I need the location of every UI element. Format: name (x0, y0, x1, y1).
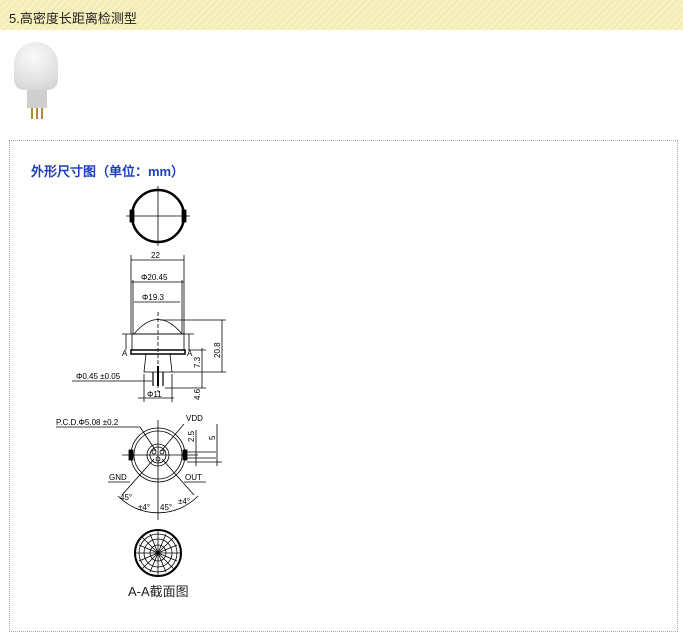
section-caption: A-A截面图 (128, 584, 189, 599)
sensor-pin (36, 108, 38, 119)
sensor-pin (31, 108, 33, 119)
dim-73-label: 7.3 (193, 356, 202, 368)
pcd-label: P.C.D.Φ5.08 ±0.2 (56, 418, 119, 427)
sensor-pin (41, 108, 43, 119)
sensor-base (27, 90, 47, 108)
section-mark-right: A (187, 349, 193, 358)
tol-left-label: ±4° (138, 503, 150, 512)
vdd-label: VDD (186, 414, 203, 423)
side-view (72, 255, 226, 402)
dimension-title: 外形尺寸图（单位：mm） (31, 164, 185, 179)
dim-46-label: 4.6 (193, 388, 202, 400)
angle-left-label: 45° (120, 493, 132, 502)
dim-25-label: 2.5 (187, 430, 196, 442)
side-view-labels: 22 Φ20.45 Φ19.3 A A Φ0.45 ±0.05 Φ11 20.8… (76, 251, 222, 400)
section-mark-left: A (122, 349, 128, 358)
bottom-view (56, 420, 222, 520)
dim-d2045-label: Φ20.45 (141, 273, 168, 282)
sensor-dome (14, 42, 58, 90)
out-label: OUT (185, 473, 202, 482)
top-view (126, 186, 190, 246)
dim-width-label: 22 (151, 251, 160, 260)
sensor-product-photo (14, 42, 60, 126)
section-header-bar: 5.高密度长距离检测型 (0, 0, 683, 30)
angle-right-label: 45° (160, 503, 172, 512)
dim-height-label: 20.8 (213, 342, 222, 358)
bottom-view-labels: P.C.D.Φ5.08 ±0.2 VDD GND OUT 2.5 5 45° ±… (56, 414, 217, 512)
dim-d193-label: Φ19.3 (142, 293, 165, 302)
dimension-drawing: 22 Φ20.45 Φ19.3 A A Φ0.45 ±0.05 Φ11 20.8… (56, 186, 226, 577)
dim-d11-label: Φ11 (147, 390, 162, 399)
dim-5-label: 5 (208, 435, 217, 440)
header-title: 5.高密度长距离检测型 (9, 11, 137, 26)
gnd-label: GND (109, 473, 127, 482)
tol-right-label: ±4° (178, 497, 190, 506)
section-aa-view (134, 529, 182, 577)
dim-pin-label: Φ0.45 ±0.05 (76, 372, 121, 381)
